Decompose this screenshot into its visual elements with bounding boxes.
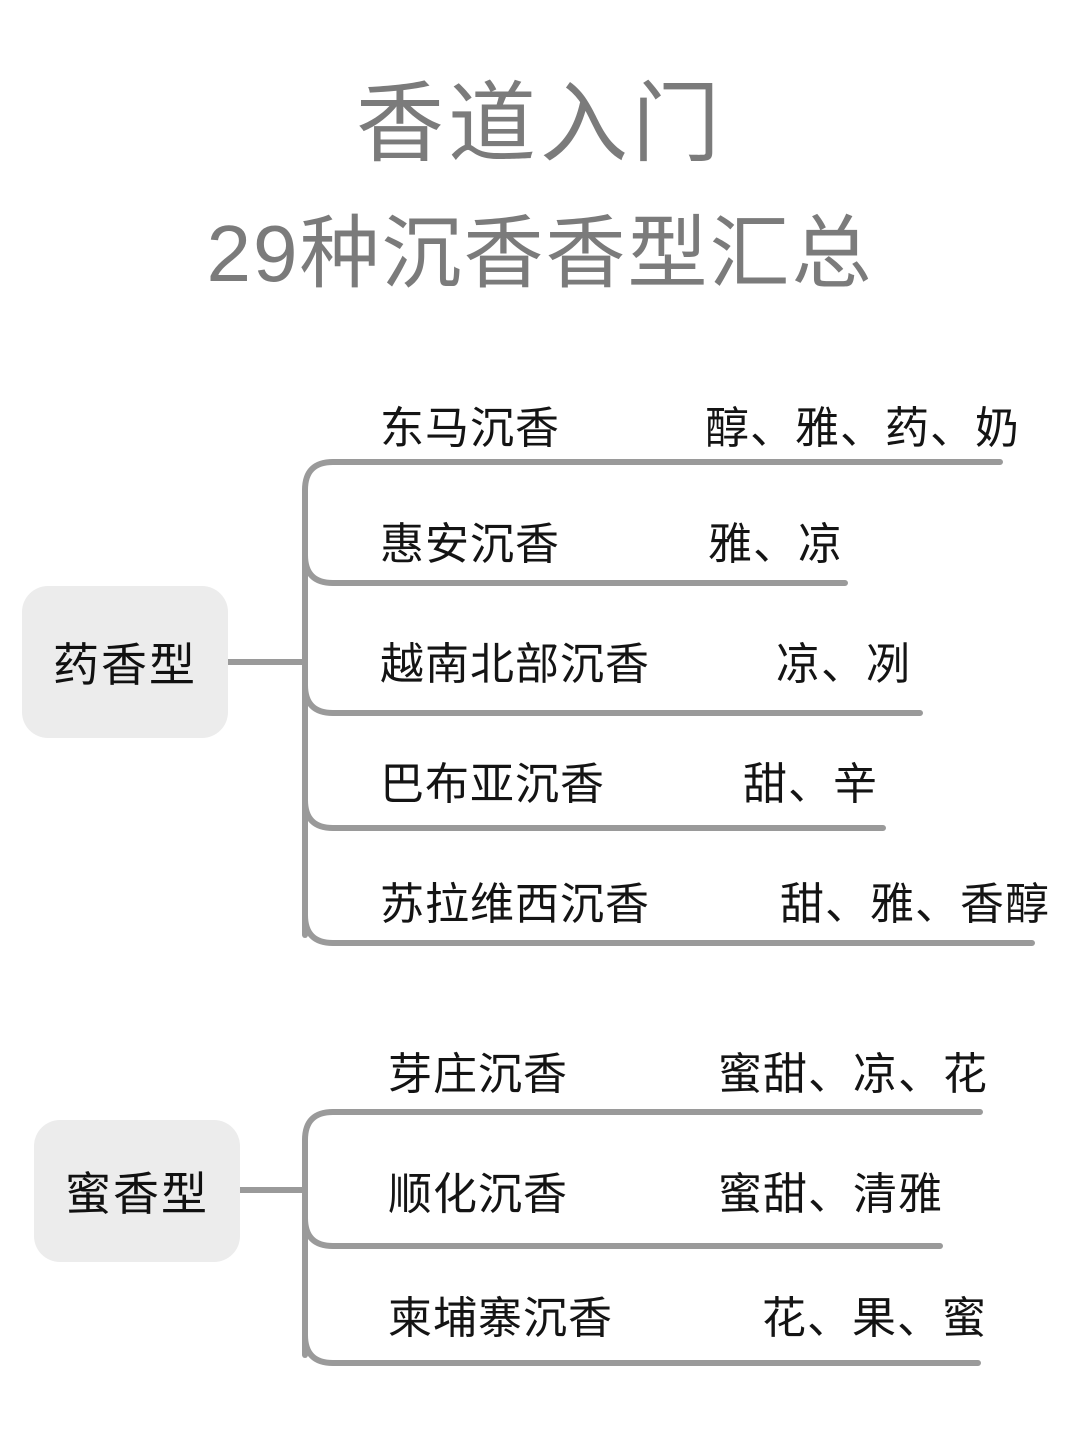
category-label-honey: 蜜香型 <box>65 1168 209 1220</box>
list-item[interactable]: 东马沉香 醇、雅、药、奶 <box>380 392 1020 454</box>
list-item[interactable]: 苏拉维西沉香 甜、雅、香醇 <box>380 868 1049 930</box>
leaf-notes: 凉、冽 <box>776 640 911 689</box>
leaf-name: 巴布亚沉香 <box>380 760 605 809</box>
leaf-name: 柬埔寨沉香 <box>388 1294 613 1343</box>
list-item[interactable]: 柬埔寨沉香 花、果、蜜 <box>388 1282 1028 1344</box>
leaf-notes: 醇、雅、药、奶 <box>705 404 1020 453</box>
list-item[interactable]: 芽庄沉香 蜜甜、凉、花 <box>388 1038 1028 1100</box>
category-label-medicinal: 药香型 <box>53 639 197 691</box>
leaf-notes: 花、果、蜜 <box>762 1294 987 1343</box>
leaf-name: 顺化沉香 <box>388 1170 568 1219</box>
leaf-notes: 甜、辛 <box>743 760 878 809</box>
category-pill-honey[interactable]: 蜜香型 <box>34 1120 240 1262</box>
page-title-block: 香道入门 29种沉香香型汇总 <box>0 74 1080 299</box>
leaf-notes: 甜、雅、香醇 <box>780 880 1050 929</box>
leaf-name: 东马沉香 <box>380 404 560 453</box>
list-item[interactable]: 顺化沉香 蜜甜、清雅 <box>388 1158 1028 1220</box>
leaf-name: 越南北部沉香 <box>380 640 650 689</box>
branch-2-1 <box>302 1109 983 1143</box>
list-item[interactable]: 巴布亚沉香 甜、辛 <box>380 748 1020 810</box>
leaf-name: 惠安沉香 <box>380 520 560 569</box>
category-pill-medicinal[interactable]: 药香型 <box>22 586 228 738</box>
branch-2-2 <box>302 1215 943 1249</box>
leaf-notes: 蜜甜、凉、花 <box>718 1050 988 1099</box>
page-subtitle: 29种沉香香型汇总 <box>206 209 874 299</box>
leaf-notes: 蜜甜、清雅 <box>718 1170 943 1219</box>
leaf-name: 苏拉维西沉香 <box>380 880 650 929</box>
leaf-name: 芽庄沉香 <box>388 1050 568 1099</box>
branch-1-1 <box>302 459 1003 493</box>
list-item[interactable]: 惠安沉香 雅、凉 <box>380 508 1020 570</box>
leaf-notes: 雅、凉 <box>708 520 843 569</box>
page-title: 香道入门 <box>355 74 724 173</box>
list-item[interactable]: 越南北部沉香 凉、冽 <box>380 628 1020 690</box>
